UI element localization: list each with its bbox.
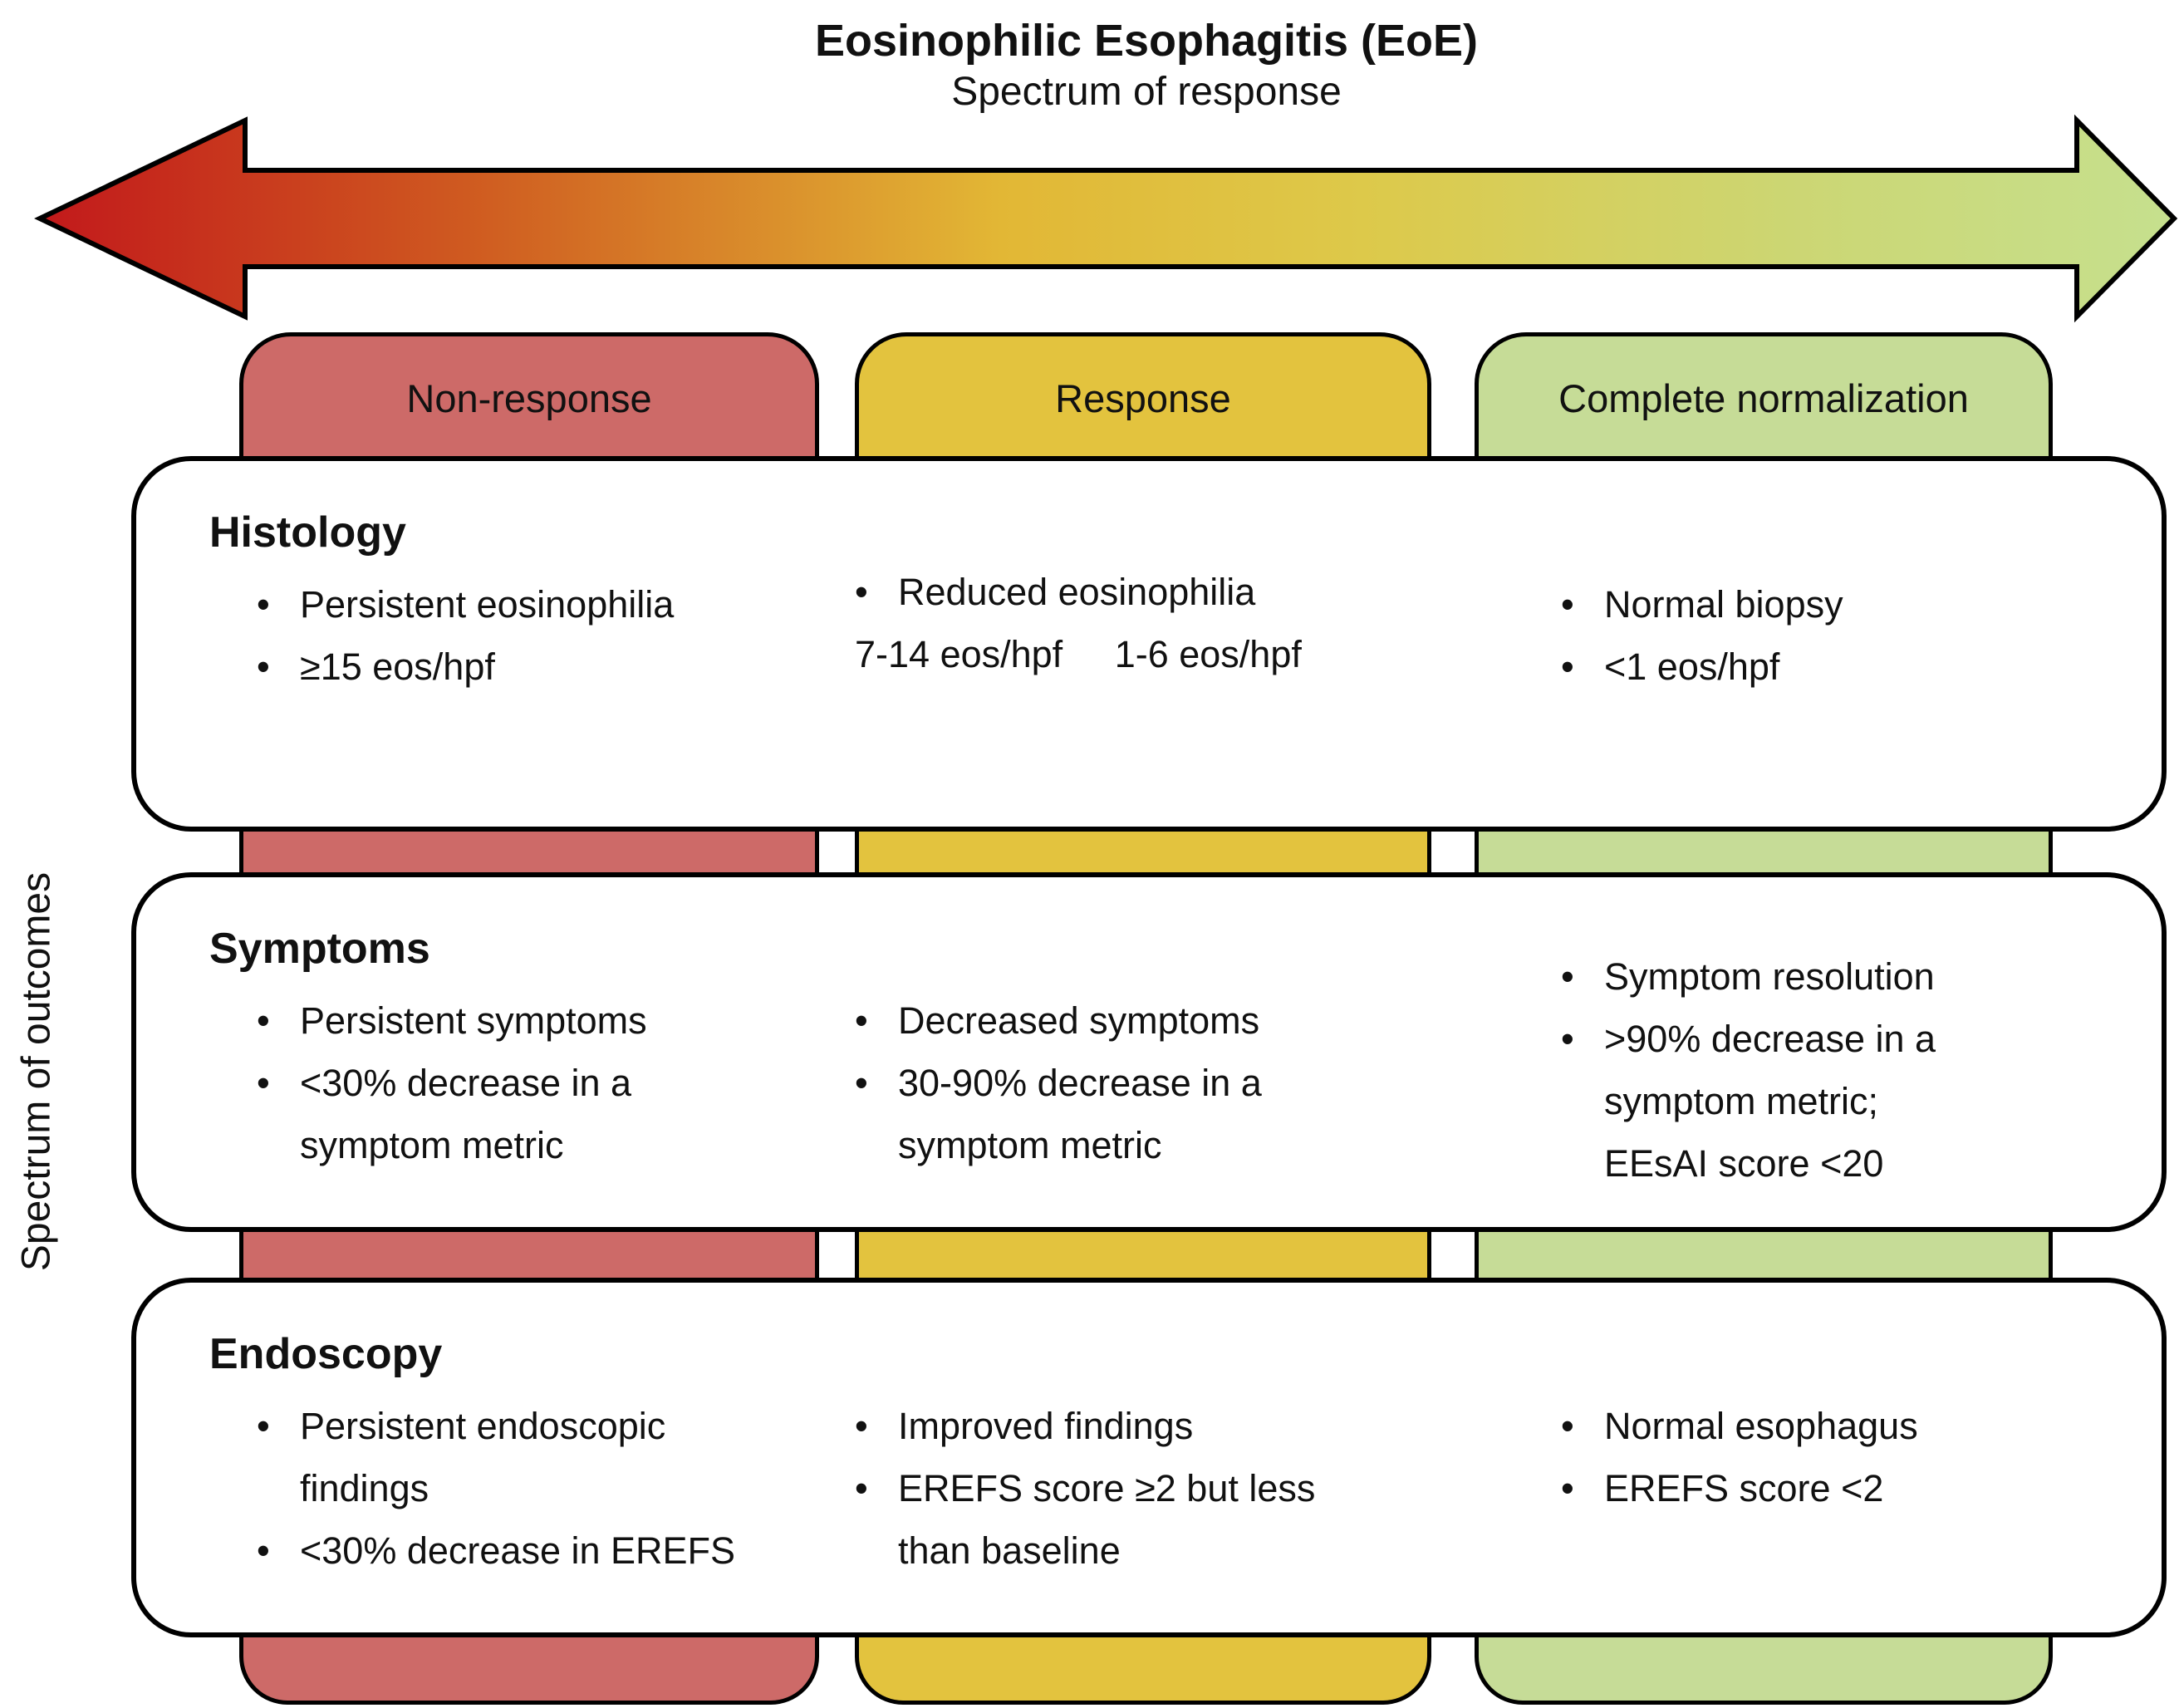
column-header-non-response: Non-response: [406, 376, 652, 420]
bullet-item: • <30% decrease in EREFS: [257, 1519, 838, 1582]
figure-title: Eosinophilic Esophagitis (EoE): [814, 16, 1479, 66]
bullet-item: • Persistent symptoms: [257, 989, 838, 1052]
bullet-text: Reduced eosinophilia: [898, 571, 1256, 613]
bullet-item: • Normal biopsy: [1561, 573, 2142, 636]
bullet-text: 7-14 eos/hpf 1-6 eos/hpf: [855, 633, 1302, 675]
double-arrow-shape: [34, 115, 2178, 322]
bullet-dot: •: [855, 1062, 868, 1104]
spectrum-gradient-arrow: [34, 115, 2178, 322]
bullet-item: • Symptom resolution: [1561, 945, 2142, 1008]
bullet-dot: •: [257, 999, 270, 1042]
bullet-dot: •: [855, 999, 868, 1042]
title-block: Eosinophilic Esophagitis (EoE) Spectrum …: [415, 15, 1877, 116]
bullet-text: <1 eos/hpf: [1604, 645, 1780, 688]
row-heading-endoscopy: Endoscopy: [209, 1330, 443, 1378]
bullet-dot: •: [1561, 955, 1574, 998]
bullet-item: • Improved findings: [855, 1395, 1453, 1457]
bullet-dot: •: [257, 583, 270, 626]
bullet-dot: •: [257, 1062, 270, 1104]
bullet-item: • Reduced eosinophilia: [855, 561, 1453, 623]
bullet-dot: •: [257, 1529, 270, 1572]
column-header-response: Response: [1055, 376, 1231, 420]
bullet-item: • <1 eos/hpf: [1561, 636, 2142, 698]
bullet-text: Decreased symptoms: [898, 999, 1260, 1042]
bullet-text: Normal biopsy: [1604, 583, 1843, 626]
bullet-dot: •: [855, 1467, 868, 1509]
outcomes-axis-label: Spectrum of outcomes: [14, 871, 59, 1272]
bullet-text: Persistent eosinophilia: [300, 583, 675, 626]
row-histology: Histology • Persistent eosinophilia • ≥15 e…: [131, 456, 2167, 832]
bullet-text: Improved findings: [898, 1405, 1194, 1447]
bullet-text: EREFS score <2: [1604, 1467, 1884, 1509]
bullet-text: Normal esophagus: [1604, 1405, 1918, 1447]
histology-non-response-list: • Persistent eosinophilia • ≥15 eos/hpf: [257, 573, 838, 698]
bullet-dot: •: [1561, 1405, 1574, 1447]
endoscopy-response-list: • Improved findings • EREFS score ≥2 but le…: [855, 1395, 1453, 1582]
bullet-dot: •: [1561, 1467, 1574, 1509]
row-heading-histology: Histology: [209, 508, 406, 557]
bullet-item: • Persistent eosinophilia: [257, 573, 838, 636]
bullet-item: • EREFS score <2: [1561, 1457, 2142, 1519]
bullet-dot: •: [855, 1405, 868, 1447]
histology-response-list: • Reduced eosinophilia •7-14 eos/hpf 1-6 e…: [855, 561, 1453, 685]
bullet-item: •7-14 eos/hpf 1-6 eos/hpf: [855, 623, 1453, 685]
bullet-dot: •: [257, 645, 270, 688]
row-heading-symptoms: Symptoms: [209, 925, 430, 973]
figure-subtitle: Spectrum of response: [951, 70, 1342, 114]
bullet-dot: •: [855, 571, 868, 613]
bullet-dot: •: [1561, 1018, 1574, 1060]
histology-normalization-list: • Normal biopsy • <1 eos/hpf: [1561, 573, 2142, 698]
column-header-complete-normalization: Complete normalization: [1558, 376, 1969, 420]
bullet-item: • ≥15 eos/hpf: [257, 636, 838, 698]
bullet-item: • Normal esophagus: [1561, 1395, 2142, 1457]
symptoms-response-list: • Decreased symptoms • 30-90% decrease in a…: [855, 989, 1453, 1176]
row-symptoms: Symptoms • Persistent symptoms • <30% decre…: [131, 872, 2167, 1232]
bullet-text: ≥15 eos/hpf: [300, 645, 495, 688]
bullet-text: Persistent symptoms: [300, 999, 647, 1042]
bullet-dot: •: [1561, 583, 1574, 626]
bullet-dot: •: [1561, 645, 1574, 688]
bullet-text: <30% decrease in EREFS: [300, 1529, 736, 1572]
bullet-item: • Decreased symptoms: [855, 989, 1453, 1052]
endoscopy-normalization-list: • Normal esophagus • EREFS score <2: [1561, 1395, 2142, 1519]
bullet-text: Symptom resolution: [1604, 955, 1935, 998]
bullet-dot: •: [257, 1405, 270, 1447]
